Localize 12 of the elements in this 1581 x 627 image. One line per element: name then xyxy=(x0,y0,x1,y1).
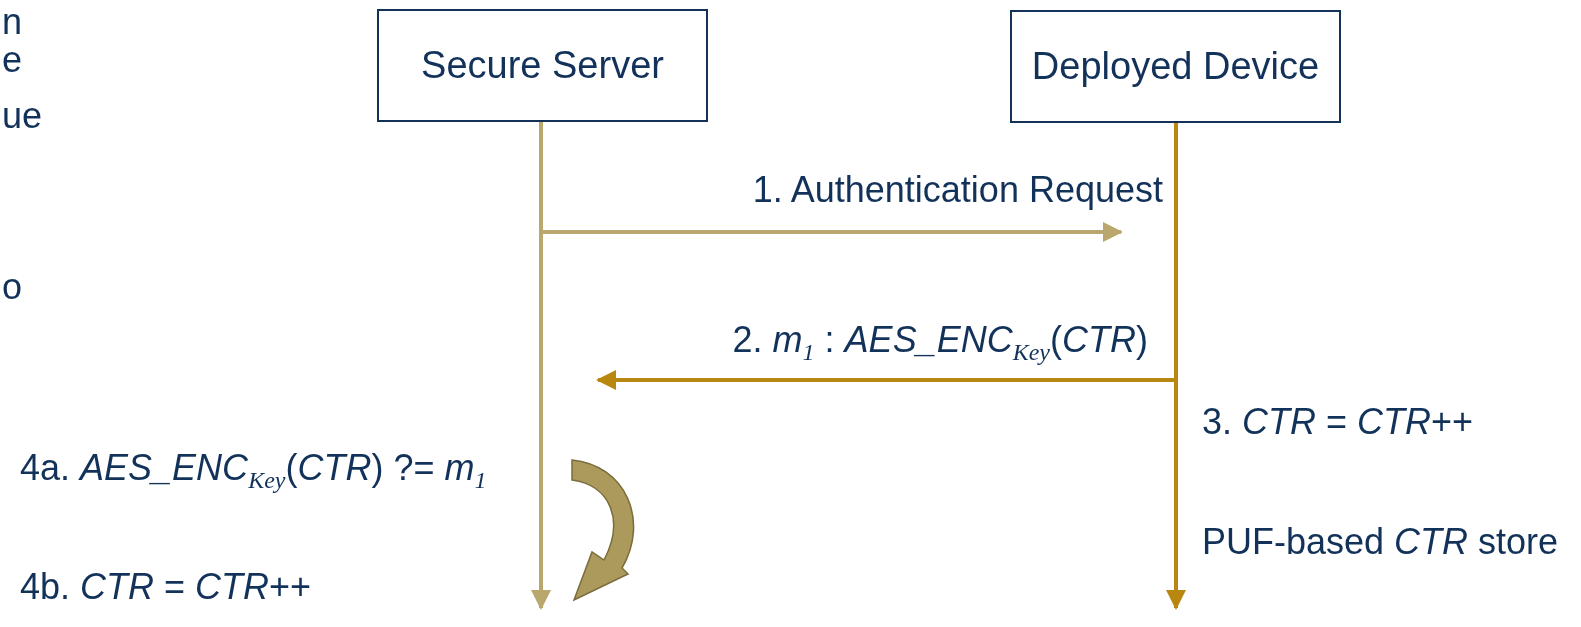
edge-label: 1. Authentication Request xyxy=(752,168,1163,212)
message-arrow xyxy=(596,370,1176,390)
step-text: 3. CTR = CTR++ xyxy=(1202,400,1474,444)
participant-name: Deployed Device xyxy=(1031,43,1320,89)
edge-label: 2. m$_{1}$ : AES_ENC$_{Key}$(CTR) xyxy=(732,318,1148,367)
step-text: 4a. AES_ENC$_{Key}$(CTR) ?= m$_{1}$ xyxy=(20,446,488,495)
participant-name: Secure Server xyxy=(421,42,664,88)
note-text: PUF-based CTR store xyxy=(1202,520,1560,564)
text-fragment: o xyxy=(2,265,23,309)
message-arrow xyxy=(541,222,1123,242)
step-text: 4b. CTR = CTR++ xyxy=(20,565,312,609)
text-fragment: ue xyxy=(2,94,43,138)
